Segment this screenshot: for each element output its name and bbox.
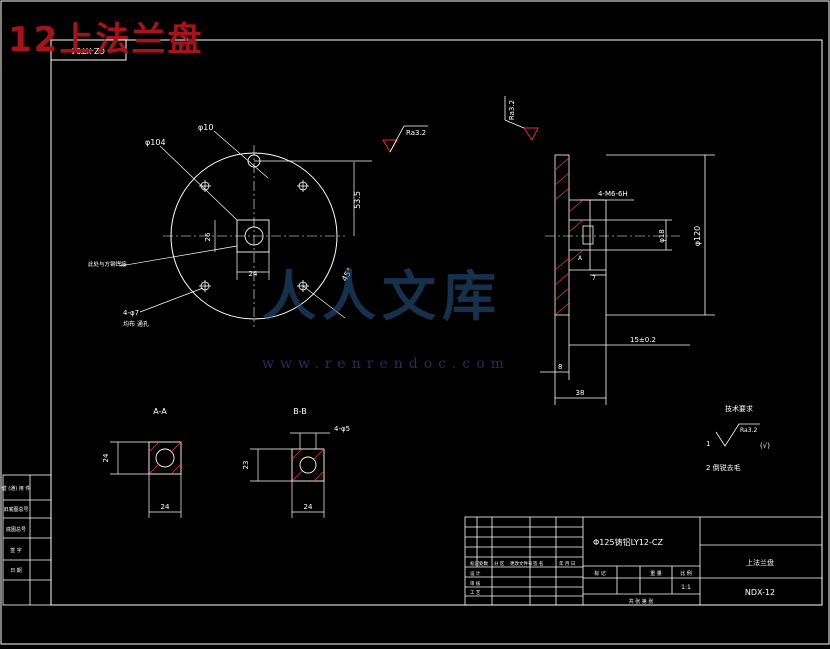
note-weld: 此处与方钢焊接 bbox=[88, 260, 127, 268]
tech-item-2: 2 倒锐去毛 bbox=[706, 463, 741, 472]
left-row-5: 日 期 bbox=[10, 568, 22, 574]
front-view: φ104 φ10 53.5 45° 24 26 此处与方钢焊接 4-φ7 均布 … bbox=[88, 123, 372, 328]
title-mark-label: 标 记 bbox=[594, 570, 606, 577]
title-scale-label: 比 例 bbox=[680, 570, 692, 577]
svg-text:Ra3.2: Ra3.2 bbox=[508, 100, 516, 120]
svg-text:A-A: A-A bbox=[153, 407, 167, 416]
rev-col-5: 年 月 日 bbox=[559, 560, 575, 567]
role-row-0: 设 计 bbox=[470, 570, 481, 577]
dim-square-h: 26 bbox=[204, 232, 212, 241]
title-sheet-label: 共 张 第 张 bbox=[629, 598, 654, 605]
overlay-title: 12上法兰盘 bbox=[8, 20, 204, 60]
dim-len8: 8 bbox=[558, 363, 562, 371]
roughness-side: Ra3.2 bbox=[504, 96, 539, 141]
dim-angle: 45° bbox=[340, 266, 355, 283]
section-aa: A-A 24 24 bbox=[102, 407, 182, 518]
rev-col-2: 分 区 bbox=[494, 560, 505, 567]
aa-width: 24 bbox=[161, 503, 170, 511]
roughness-main: Ra3.2 bbox=[382, 125, 428, 153]
tech-notes: 技术要求 1 Ra3.2 (√) 2 倒锐去毛 bbox=[706, 404, 770, 472]
dim-hole-d: φ10 bbox=[198, 123, 213, 132]
tech-paren: (√) bbox=[760, 442, 770, 450]
dim-holes-4: 4-φ7 bbox=[123, 309, 139, 317]
rev-col-0: 标记 bbox=[470, 560, 479, 567]
dim-bolt-circle: φ104 bbox=[145, 138, 166, 147]
bb-width: 24 bbox=[304, 503, 313, 511]
svg-text:Ra3.2: Ra3.2 bbox=[406, 129, 426, 137]
section-bb: B-B 23 24 4-φ5 bbox=[242, 407, 350, 518]
rev-col-1: 处数 bbox=[479, 560, 488, 567]
side-view bbox=[540, 154, 715, 405]
left-row-3: 底图总号 bbox=[6, 526, 26, 533]
left-row-4: 签 字 bbox=[10, 547, 22, 554]
left-strip-table bbox=[2, 474, 52, 606]
tech-roughness-icon bbox=[715, 423, 760, 447]
bolt-holes bbox=[199, 180, 309, 292]
bb-holes: 4-φ5 bbox=[334, 425, 350, 433]
title-block bbox=[464, 516, 823, 606]
tech-heading: 技术要求 bbox=[725, 404, 753, 413]
dim-outer: φ120 bbox=[693, 226, 702, 247]
inner-frame bbox=[50, 39, 823, 606]
bb-height: 23 bbox=[242, 461, 250, 470]
leaders bbox=[119, 130, 372, 319]
label-sec-a: A bbox=[578, 255, 583, 262]
code-box bbox=[50, 39, 127, 61]
rev-col-4: 签 名 bbox=[533, 560, 543, 567]
role-row-2: 工 艺 bbox=[470, 590, 481, 596]
side-hatch bbox=[554, 157, 584, 316]
dim-square: 24 bbox=[249, 270, 258, 278]
rotated-code: CZ-XT04 bbox=[71, 46, 105, 55]
center-bore bbox=[244, 226, 264, 246]
dim-len15: 15±0.2 bbox=[630, 336, 656, 344]
title-weight-label: 重 量 bbox=[650, 570, 662, 577]
dim-thread: 4-M6-6H bbox=[598, 190, 628, 198]
tech-item-1: 1 bbox=[706, 440, 710, 448]
center-square bbox=[236, 219, 270, 253]
tech-roughness: Ra3.2 bbox=[740, 427, 757, 434]
svg-text:B-B: B-B bbox=[293, 407, 307, 416]
aa-height: 24 bbox=[102, 453, 110, 462]
title-drawing-no: NDX-12 bbox=[745, 588, 775, 597]
title-scale-value: 1:1 bbox=[681, 584, 691, 591]
rev-col-3: 更改文件号 bbox=[510, 560, 533, 567]
left-row-1: 借 (通) 用 件 bbox=[2, 485, 31, 492]
dim-holes-4-note: 均布 通孔 bbox=[123, 320, 149, 328]
dim-len38: 38 bbox=[576, 389, 585, 397]
title-part-name: 上法兰盘 bbox=[746, 558, 774, 567]
dim-depth: 53.5 bbox=[353, 191, 362, 209]
dim-bore: φ18 bbox=[658, 229, 666, 243]
left-row-2: 旧底图总号 bbox=[3, 506, 28, 513]
title-material: Φ125铸铝LY12-CZ bbox=[593, 537, 663, 547]
role-row-1: 审 核 bbox=[470, 580, 481, 587]
dim-small7: 7 bbox=[592, 275, 596, 282]
